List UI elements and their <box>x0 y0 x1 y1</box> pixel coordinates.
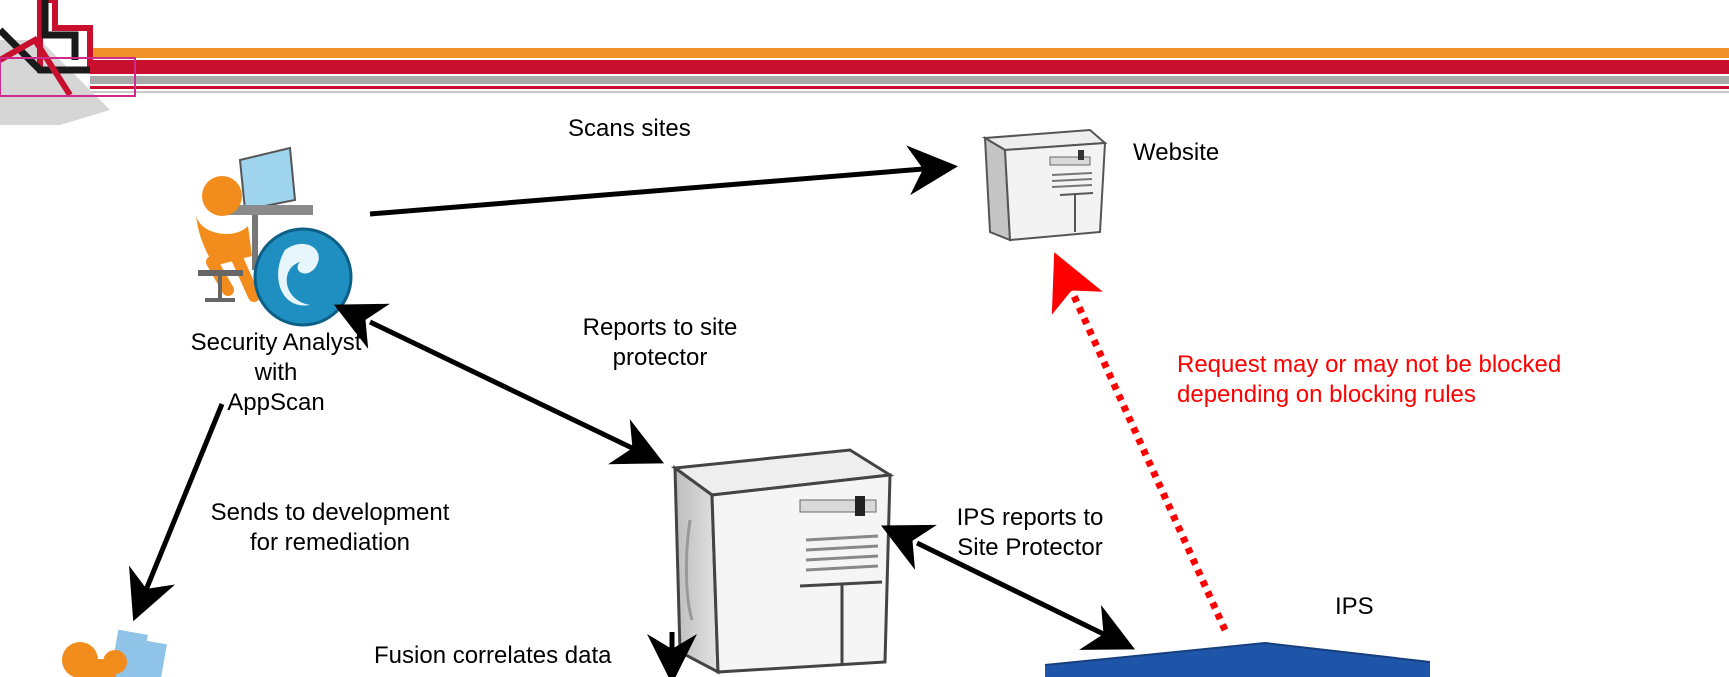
arrow-ips-site-protector <box>881 524 1135 650</box>
arrow-request-red-dotted <box>1051 252 1229 632</box>
header-bars <box>90 48 1729 93</box>
request-blocked-label: Request may or may not be blocked depend… <box>1177 350 1561 410</box>
analyst-at-computer-icon <box>196 146 353 327</box>
reports-line-1: Reports to site <box>582 314 738 341</box>
ips-appliance-icon <box>1044 641 1431 677</box>
reports-to-site-protector-label: Reports to site protector <box>560 313 760 373</box>
scans-sites-label: Scans sites <box>568 115 691 142</box>
website-label: Website <box>1133 139 1220 166</box>
sends-line-1: Sends to development <box>210 499 450 526</box>
fusion-label: Fusion correlates data <box>374 642 612 669</box>
analyst-label-line-2: with <box>254 359 298 386</box>
developer-figure-icon <box>62 629 167 677</box>
arrow-sends-to-development <box>128 403 225 622</box>
ips-label: IPS <box>1335 593 1374 620</box>
website-server-icon <box>981 128 1108 242</box>
reports-line-2: protector <box>612 344 708 371</box>
sends-line-2: for remediation <box>249 529 411 556</box>
ips-reports-line-1: IPS reports to <box>956 504 1104 531</box>
ips-reports-line-2: Site Protector <box>957 534 1103 561</box>
site-protector-server-icon <box>670 448 895 675</box>
arrow-scans-sites <box>369 145 958 217</box>
ips-reports-label: IPS reports to Site Protector <box>940 503 1120 563</box>
request-line-1: Request may or may not be blocked <box>1177 351 1562 378</box>
request-line-2: depending on blocking rules <box>1177 381 1476 408</box>
analyst-label-line-1: Security Analyst <box>190 329 362 356</box>
sends-to-development-label: Sends to development for remediation <box>195 498 465 558</box>
arrow-analyst-site-protector <box>333 303 665 465</box>
analyst-label-line-3: AppScan <box>227 389 325 416</box>
logo-icon <box>0 0 136 125</box>
analyst-label: Security Analyst with AppScan <box>176 328 376 418</box>
